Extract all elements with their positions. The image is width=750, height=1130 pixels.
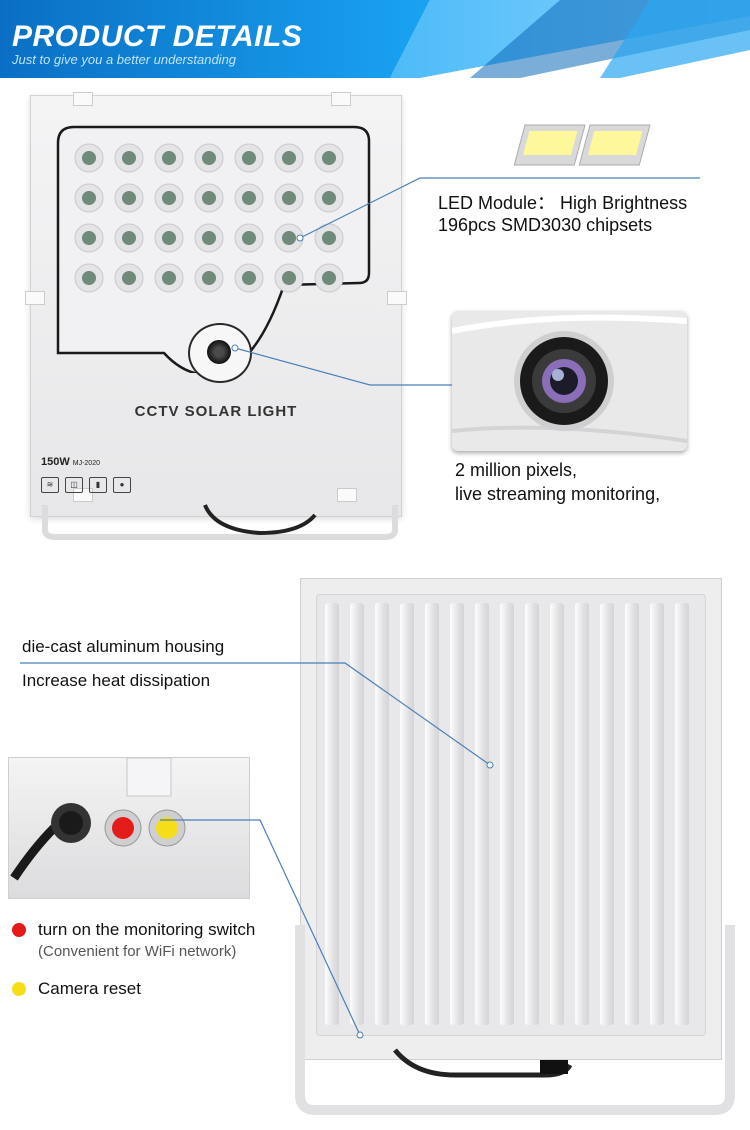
banner-background [0,0,750,78]
camera-lens-icon [452,314,687,443]
mounting-clip [73,92,93,106]
switch-buttons-image [10,758,186,881]
led-chip [162,231,176,245]
camera-closeup [452,311,687,451]
led-chip [242,191,256,205]
certification-icons: ≋ ◫ ▮ ● [41,474,137,493]
camera-lens-icon [207,340,231,364]
camera-reset-text: Camera reset [38,979,141,998]
led-chip [282,191,296,205]
back-mount-bracket [295,925,735,1115]
led-chip [202,231,216,245]
led-chip [282,271,296,285]
wifi-icon: ≋ [41,477,59,493]
led-chip [242,151,256,165]
led-chip [82,271,96,285]
front-camera [188,323,252,383]
model-number: MJ-2020 [72,460,100,467]
camera-resolution-text: 2 million pixels, [455,460,578,480]
switch-closeup [8,757,250,899]
led-chip [202,191,216,205]
housing-material-text: die-cast aluminum housing [22,637,225,656]
led-chip [322,231,336,245]
led-chip [202,151,216,165]
led-chip [82,191,96,205]
led-chip [322,151,336,165]
led-chip [282,151,296,165]
monitoring-switch-text: turn on the monitoring switch [38,920,256,939]
led-chip [122,271,136,285]
led-chip [242,271,256,285]
led-chip [162,191,176,205]
led-chip [122,151,136,165]
led-chip [322,271,336,285]
led-module-title: LED Module： High Brightness [438,193,688,213]
led-chip [242,231,256,245]
led-array-panel [56,125,371,373]
red-dot-icon [12,923,26,937]
mounting-clip [73,488,93,502]
led-chip [322,191,336,205]
mounting-clip [331,92,351,106]
page-subtitle: Just to give you a better understanding [12,52,237,67]
led-chip [282,231,296,245]
heat-dissipation-text: Increase heat dissipation [22,671,211,690]
led-chip [82,231,96,245]
mounting-clip [25,291,45,305]
led-chip [162,271,176,285]
mounting-clip [387,291,407,305]
led-chip [202,271,216,285]
yellow-dot-icon [12,982,26,996]
led-chip [122,231,136,245]
front-mount-bracket [42,504,398,540]
monitoring-switch-note: (Convenient for WiFi network) [38,943,237,960]
mounting-clip [337,488,357,502]
led-chip [82,151,96,165]
camera-streaming-text: live streaming monitoring, [455,484,661,504]
led-module-spec: 196pcs SMD3030 chipsets [438,215,653,235]
led-chip [162,151,176,165]
page-title: PRODUCT DETAILS [12,20,303,53]
led-chip [122,191,136,205]
app-icon: ▮ [89,477,107,493]
cctv-icon: ◫ [65,477,83,493]
led-chip-image [513,124,651,166]
product-name-label: CCTV SOLAR LIGHT [134,403,298,420]
power-rating: 150W [41,456,70,468]
ip-rating-icon: ● [113,477,131,493]
header-banner: PRODUCT DETAILS Just to give you a bette… [0,0,750,78]
